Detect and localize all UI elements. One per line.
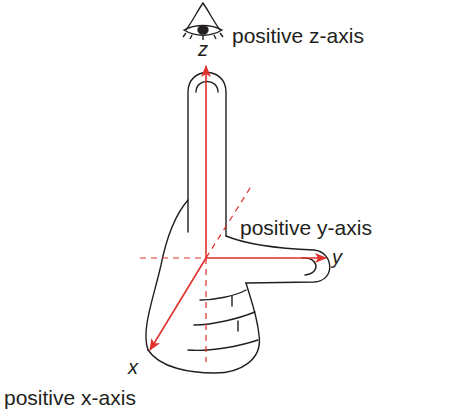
axis-caption: positive x-axis [4,386,136,410]
axis-arrow [150,66,326,350]
axis-letter: x [128,356,138,379]
dashed-guide [140,185,252,362]
axis-caption: positive y-axis [240,216,372,240]
axis-letter: y [332,246,342,269]
axis-letter: z [198,38,208,61]
eye-symbol [183,3,223,40]
axis-caption: positive z-axis [232,24,364,48]
